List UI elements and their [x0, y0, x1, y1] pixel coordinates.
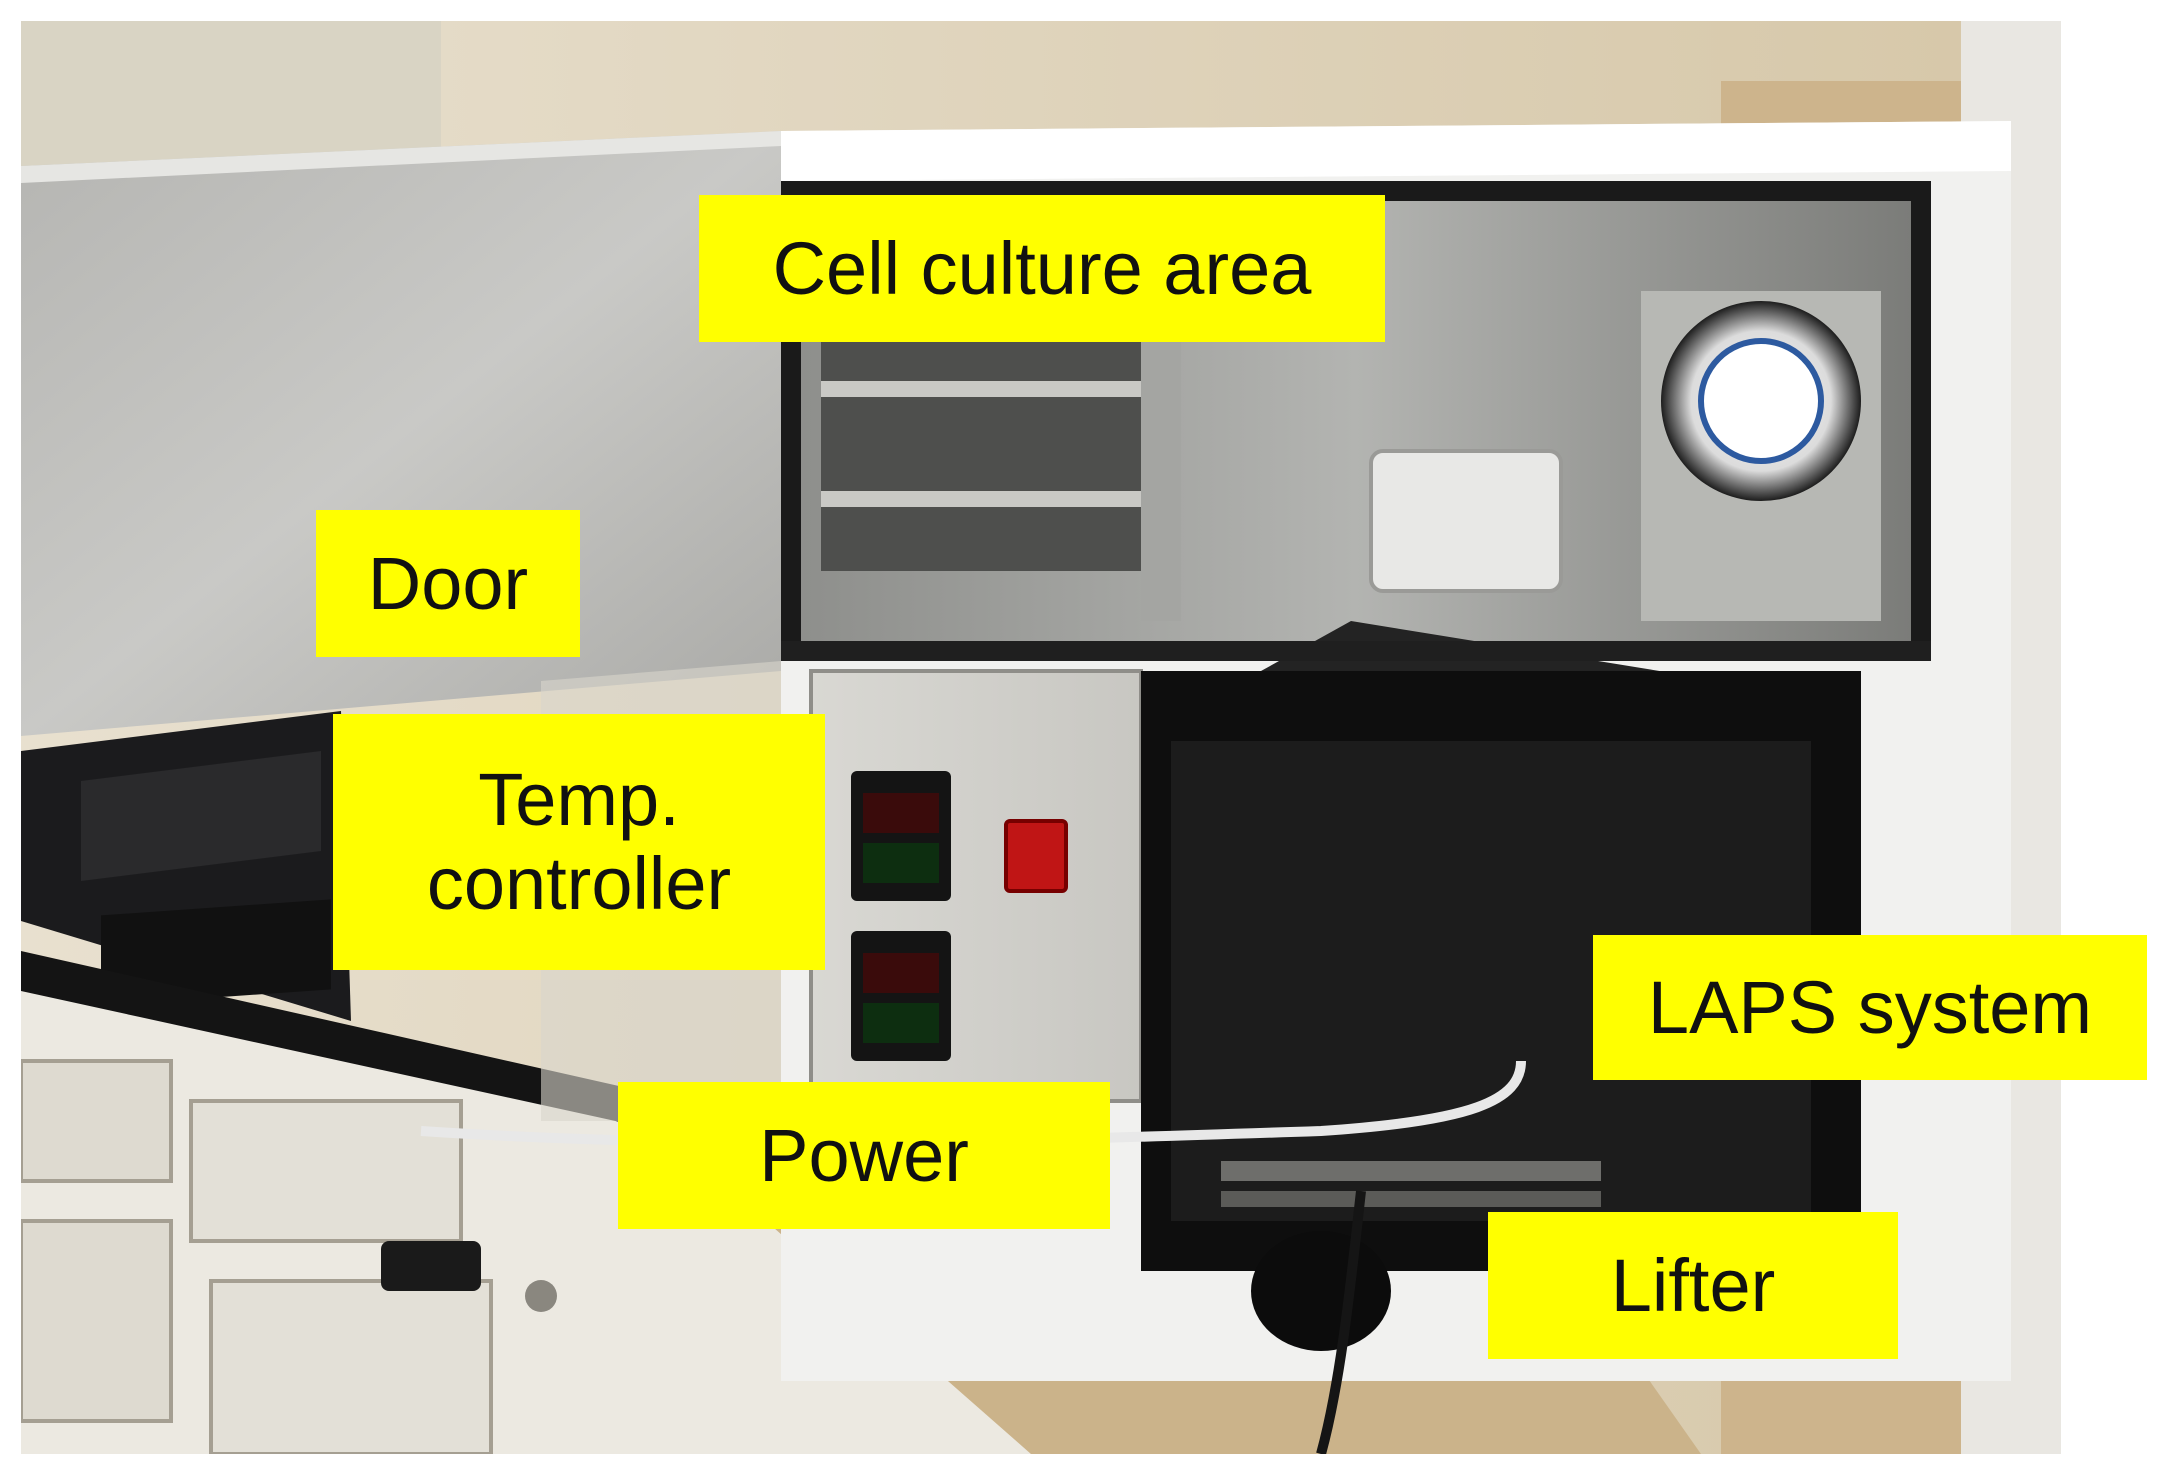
label-power-text: Power [759, 1113, 969, 1197]
label-cell-culture-area: Cell culture area [699, 195, 1385, 342]
label-temp-controller: Temp. controller [333, 714, 825, 970]
label-door-text: Door [367, 541, 529, 625]
label-lifter-text: Lifter [1610, 1243, 1776, 1327]
label-laps-system-text: LAPS system [1647, 965, 2093, 1049]
label-lifter: Lifter [1488, 1212, 1898, 1359]
label-temp-controller-line2: controller [426, 842, 732, 925]
label-temp-controller-line1: Temp. [478, 758, 680, 842]
label-power: Power [618, 1082, 1110, 1229]
open-door [21, 131, 781, 736]
label-cell-culture-area-text: Cell culture area [772, 226, 1312, 310]
label-laps-system: LAPS system [1593, 935, 2147, 1080]
label-door: Door [316, 510, 580, 657]
power-switch [1004, 819, 1068, 893]
apparatus-photo [21, 21, 2061, 1454]
lifter-motor [1251, 1231, 1391, 1351]
